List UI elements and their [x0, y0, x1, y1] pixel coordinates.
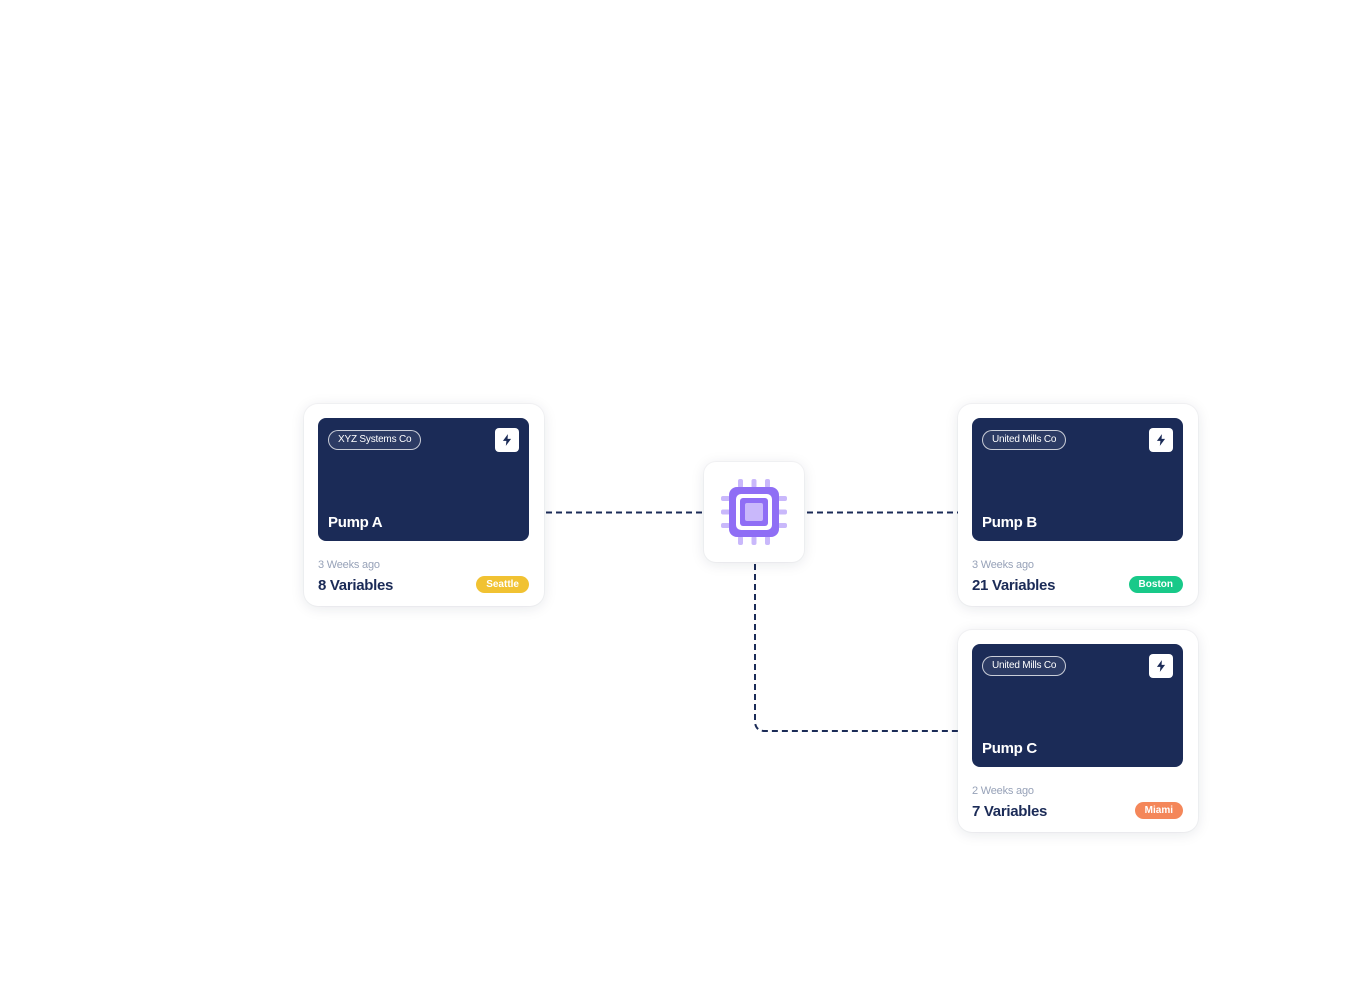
device-name: Pump B: [982, 514, 1037, 531]
device-time-ago: 3 Weeks ago: [318, 559, 380, 571]
device-card-pump-c[interactable]: United Mills Co Pump C 2 Weeks ago 7 Var…: [958, 630, 1198, 832]
device-card-header: United Mills Co Pump B: [972, 418, 1183, 541]
location-badge: Boston: [1128, 576, 1183, 593]
device-time-ago: 2 Weeks ago: [972, 785, 1034, 797]
device-name: Pump A: [328, 514, 383, 531]
location-badge: Miami: [1134, 802, 1183, 819]
device-time-ago: 3 Weeks ago: [972, 559, 1034, 571]
device-card-header: United Mills Co Pump C: [972, 644, 1183, 767]
location-badge: Seattle: [476, 576, 529, 593]
cpu-chip-icon: [721, 479, 787, 545]
device-variable-count: 21 Variables: [972, 577, 1056, 594]
connector-pump-c: [754, 564, 958, 732]
org-pill: United Mills Co: [982, 656, 1067, 676]
processor-hub[interactable]: [704, 462, 804, 562]
device-name: Pump C: [982, 740, 1037, 757]
device-variable-count: 7 Variables: [972, 803, 1048, 820]
device-card-pump-a[interactable]: XYZ Systems Co Pump A 3 Weeks ago 8 Vari…: [304, 404, 544, 606]
device-variable-count: 8 Variables: [318, 577, 394, 594]
org-pill: XYZ Systems Co: [328, 430, 422, 450]
lightning-bolt-icon[interactable]: [1149, 654, 1173, 678]
org-pill: United Mills Co: [982, 430, 1067, 450]
device-card-header: XYZ Systems Co Pump A: [318, 418, 529, 541]
lightning-bolt-icon[interactable]: [495, 428, 519, 452]
device-card-pump-b[interactable]: United Mills Co Pump B 3 Weeks ago 21 Va…: [958, 404, 1198, 606]
lightning-bolt-icon[interactable]: [1149, 428, 1173, 452]
